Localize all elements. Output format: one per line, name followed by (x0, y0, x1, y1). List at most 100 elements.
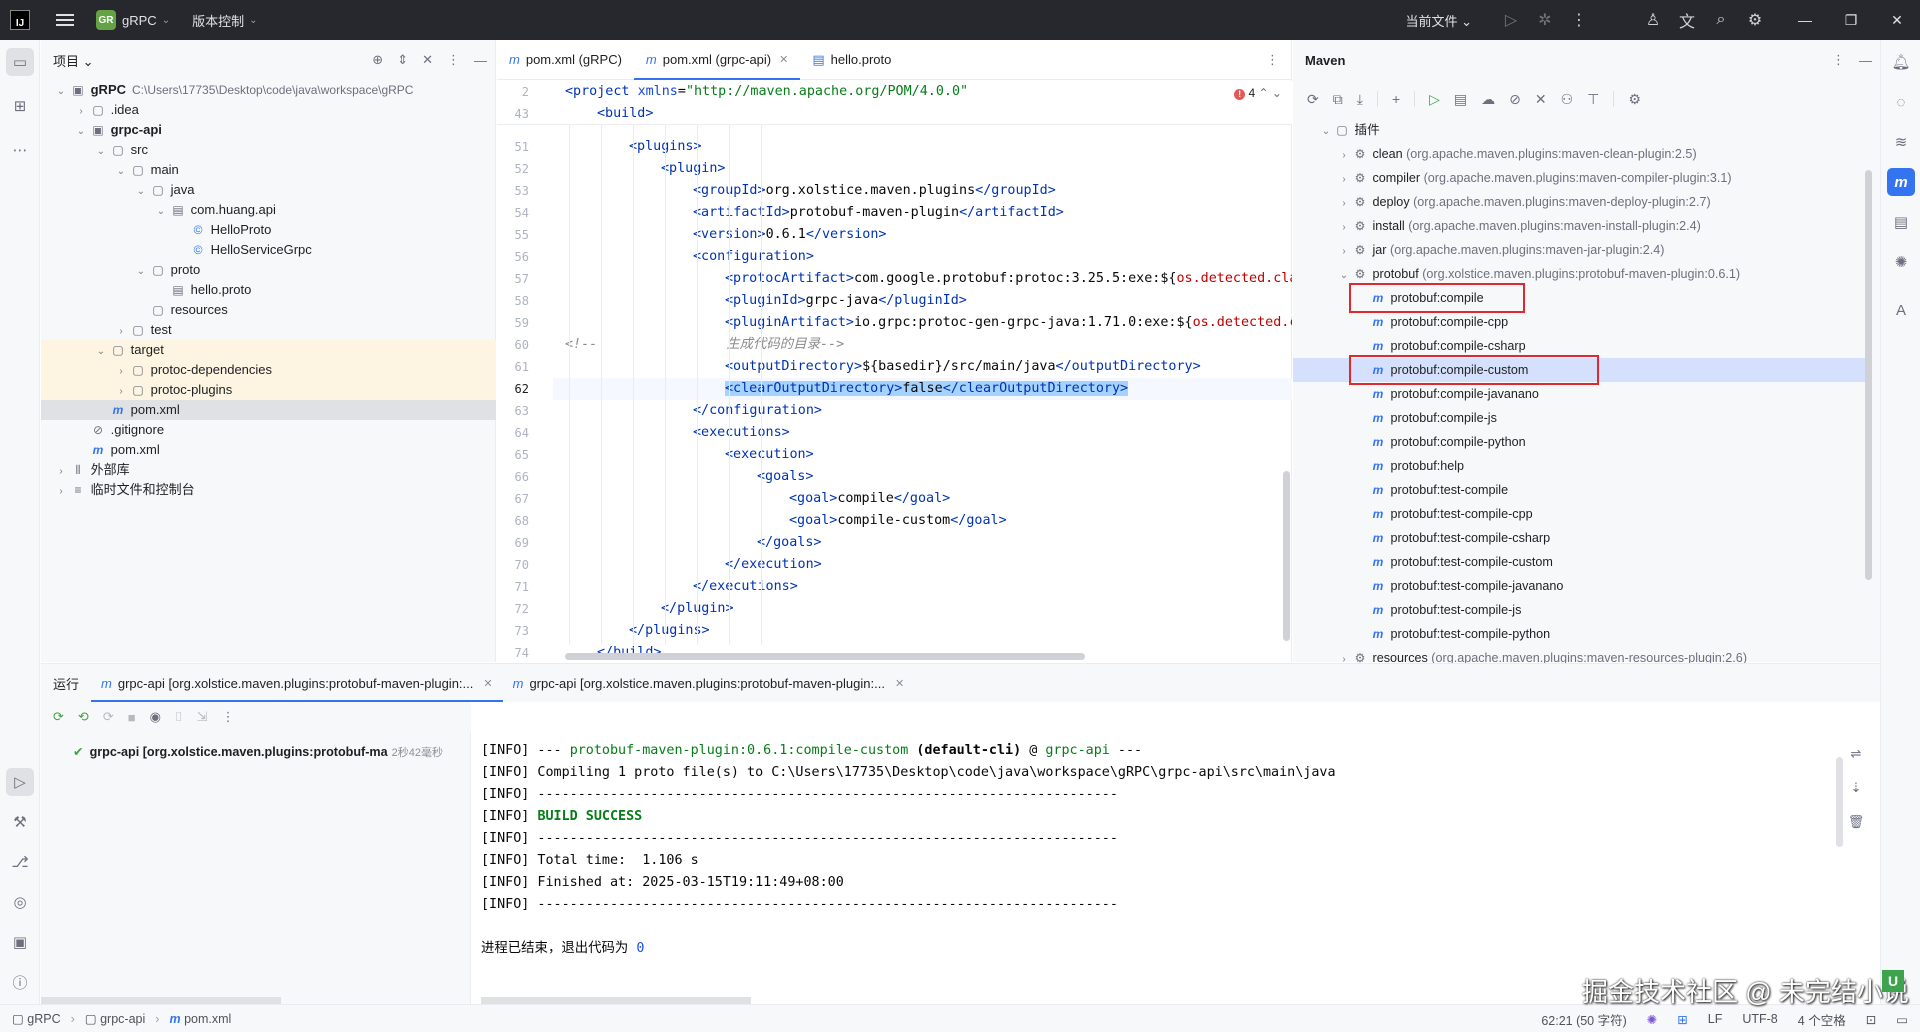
chevron-down-icon[interactable]: ⌄ (156, 206, 166, 217)
more-icon[interactable]: ⋮ (221, 709, 235, 724)
tab-options-icon[interactable]: ⋮ (1266, 52, 1279, 67)
execute-goal-icon[interactable]: ▤ (1453, 90, 1468, 107)
maven-tree-item[interactable]: ›⚙ resources (org.apache.maven.plugins:m… (1293, 646, 1868, 670)
structure-tool-icon[interactable]: ⊞ (13, 98, 27, 115)
chevron-right-icon[interactable]: › (1342, 222, 1346, 233)
maven-tree-item[interactable]: ⌄⚙ protobuf (org.xolstice.maven.plugins:… (1293, 262, 1868, 286)
error-indicator[interactable]: ! 4 ⌃ ⌄ (1234, 86, 1282, 100)
maven-goal-item[interactable]: m protobuf:compile-csharp (1293, 334, 1868, 358)
maven-goal-item[interactable]: m protobuf:compile-python (1293, 430, 1868, 454)
maven-goal-item[interactable]: m protobuf:compile (1293, 286, 1868, 310)
chevron-right-icon[interactable]: › (119, 386, 123, 397)
chevron-right-icon[interactable]: › (119, 326, 123, 337)
hide-icon[interactable]: — (1859, 52, 1872, 68)
console-output[interactable]: [INFO] --- protobuf-maven-plugin:0.6.1:c… (481, 732, 1811, 1005)
maven-tree-item[interactable]: ›⚙ compiler (org.apache.maven.plugins:ma… (1293, 166, 1868, 190)
chevron-down-icon[interactable]: ⌄ (116, 166, 126, 177)
project-tree-item[interactable]: © HelloServiceGrpc (41, 240, 496, 260)
project-tree-item[interactable]: ›▢ test (41, 320, 496, 340)
chevron-right-icon[interactable]: › (1342, 150, 1346, 161)
generate-sources-icon[interactable]: ⧉ (1332, 90, 1343, 107)
debug-tool-icon[interactable]: ◎ (13, 894, 27, 911)
chevron-right-icon[interactable]: › (1342, 198, 1346, 209)
maven-goal-item[interactable]: m protobuf:test-compile-csharp (1293, 526, 1868, 550)
ai-assistant-icon[interactable]: ◌ (1896, 93, 1906, 111)
chevron-right-icon[interactable]: › (59, 466, 63, 477)
chevron-right-icon[interactable]: › (59, 486, 63, 497)
collapse-icon[interactable]: ✕ (1534, 90, 1547, 107)
maven-tree-item[interactable]: ›⚙ deploy (org.apache.maven.plugins:mave… (1293, 190, 1868, 214)
project-tree-item[interactable]: ⌄▤ com.huang.api (41, 200, 496, 220)
project-tree-item[interactable]: ›▢ protoc-plugins (41, 380, 496, 400)
download-icon[interactable]: ⤓ (1356, 90, 1363, 107)
chevron-down-icon[interactable]: ⌄ (76, 126, 86, 137)
run-tool-icon[interactable]: ▷ (6, 768, 34, 796)
maven-goal-item[interactable]: m protobuf:compile-javanano (1293, 382, 1868, 406)
dependencies-icon[interactable]: ⚇ (1560, 90, 1574, 107)
maven-settings-icon[interactable]: ⚙ (1628, 90, 1641, 107)
chevron-down-icon[interactable]: ⌄ (96, 346, 106, 357)
chevron-right-icon[interactable]: › (1342, 174, 1346, 185)
close-tab-icon[interactable]: ✕ (483, 677, 493, 690)
options-icon[interactable]: ⋮ (1832, 52, 1845, 67)
maven-goal-item[interactable]: m protobuf:test-compile-python (1293, 622, 1868, 646)
notifications-icon[interactable]: 🔔︎ (1891, 54, 1911, 71)
chevron-down-icon[interactable]: ⌄ (1321, 126, 1331, 137)
run-config-selector[interactable]: 当前文件 ⌄ (1405, 13, 1472, 29)
ai-status-icon[interactable]: ✺ (1646, 1012, 1658, 1027)
line-separator[interactable]: LF (1707, 1012, 1723, 1026)
project-tree-item[interactable]: ⊘ .gitignore (41, 420, 496, 440)
stop-icon[interactable]: ■ (127, 709, 136, 725)
maven-goal-item[interactable]: m protobuf:compile-js (1293, 406, 1868, 430)
text-tool-icon[interactable]: A (1895, 301, 1906, 319)
run-icon[interactable]: ▷ (1504, 12, 1518, 29)
indent-setting[interactable]: 4 个空格 (1797, 1013, 1846, 1028)
rerun-gray-icon[interactable]: ⟳ (102, 709, 114, 724)
chevron-down-icon[interactable]: ⌄ (136, 186, 146, 197)
maven-scrollbar[interactable] (1865, 170, 1872, 580)
camera-icon[interactable]: ⌷ (174, 709, 183, 724)
debug-icon[interactable]: ✲ (1538, 12, 1552, 29)
chevron-right-icon[interactable]: › (119, 366, 123, 377)
chevron-right-icon[interactable]: › (79, 106, 83, 117)
console-vertical-scrollbar[interactable] (1836, 757, 1843, 847)
vcs-menu[interactable]: 版本控制 (192, 13, 245, 29)
more-icon[interactable]: ⋮ (1571, 12, 1587, 29)
run-maven-icon[interactable]: ▷ (1429, 90, 1440, 107)
maven-tree-item[interactable]: ›⚙ clean (org.apache.maven.plugins:maven… (1293, 142, 1868, 166)
reload-icon[interactable]: ⟳ (1307, 90, 1319, 107)
close-button[interactable]: ✕ (1891, 11, 1903, 28)
project-tree-item[interactable]: ⌄▢ target (41, 340, 496, 360)
project-tree-item[interactable]: m pom.xml (41, 440, 496, 460)
chevron-down-icon[interactable]: ⌄ (1339, 270, 1349, 281)
maven-goal-item[interactable]: m protobuf:help (1293, 454, 1868, 478)
scroll-to-end-icon[interactable]: ⇣ (1850, 780, 1862, 795)
project-tree-item[interactable]: ›▢ .idea (41, 100, 496, 120)
project-tool-icon[interactable]: ▭ (6, 48, 34, 76)
export-icon[interactable]: ⇲ (196, 709, 208, 724)
add-icon[interactable]: + (1391, 91, 1401, 107)
run-tree-scrollbar[interactable] (41, 997, 281, 1005)
read-only-lock-icon[interactable]: ⊡ (1865, 1012, 1877, 1027)
minimize-button[interactable]: — (1798, 12, 1812, 28)
collapse-all-icon[interactable]: ✕ (422, 52, 433, 67)
rerun-failed-icon[interactable]: ⟲ (77, 709, 89, 724)
project-tree-item[interactable]: ›⫴ 外部库 (41, 460, 496, 480)
offline-icon[interactable]: ☁ (1481, 90, 1496, 107)
project-switcher[interactable]: gRPC (122, 12, 157, 28)
breadcrumb-file[interactable]: m pom.xml (169, 1011, 232, 1026)
add-user-icon[interactable]: ♙ (1645, 12, 1661, 29)
expand-all-icon[interactable]: ⇕ (397, 52, 409, 67)
maven-goal-item[interactable]: m protobuf:test-compile-javanano (1293, 574, 1868, 598)
memory-indicator-icon[interactable]: ▭ (1896, 1012, 1908, 1027)
chevron-down-icon[interactable]: ⌄ (161, 14, 171, 26)
show-ignored-icon[interactable]: ⊤ (1587, 90, 1600, 107)
chevron-down-icon[interactable]: ⌄ (56, 86, 66, 97)
project-tree-item[interactable]: ⌄▢ proto (41, 260, 496, 280)
project-panel-title[interactable]: 项目 ⌄ (53, 53, 94, 69)
breadcrumb-project[interactable]: ▢ gRPC (12, 1012, 61, 1026)
editor-horizontal-scrollbar[interactable] (565, 653, 1085, 660)
